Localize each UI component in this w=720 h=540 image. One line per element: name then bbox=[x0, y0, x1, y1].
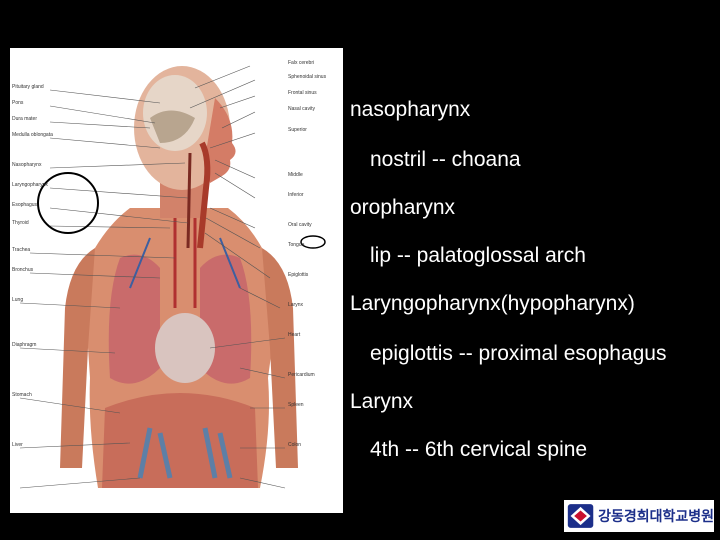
hospital-name: 강동경희대학교병원 bbox=[598, 509, 714, 525]
leader-label-right: Superior bbox=[288, 127, 307, 133]
leader-label-right: Falx cerebri bbox=[288, 60, 314, 66]
leader-label-left: Thyroid bbox=[12, 220, 29, 226]
note-larynx: Larynx bbox=[350, 390, 414, 413]
hospital-logo: 강동경희대학교병원 bbox=[564, 500, 714, 532]
note-nasopharynx: nasopharynx bbox=[350, 98, 471, 121]
leader-label-left: Stomach bbox=[12, 392, 32, 398]
leader-label-left: Esophagus bbox=[12, 202, 38, 208]
leader-label-left: Trachea bbox=[12, 247, 30, 253]
leader-label-right: Spleen bbox=[288, 402, 304, 408]
leader-label-right: Pericardium bbox=[288, 372, 315, 378]
leader-label-right: Inferior bbox=[288, 192, 304, 198]
note-laryngopharynx-extent: epiglottis -- proximal esophagus bbox=[370, 342, 667, 365]
leader-label-left: Nasopharynx bbox=[12, 162, 42, 168]
leader-label-left: Pons bbox=[12, 100, 24, 106]
leader-label-right: Nasal cavity bbox=[288, 106, 315, 112]
leader-label-left: Bronchus bbox=[12, 267, 34, 273]
highlight-ellipse bbox=[300, 235, 326, 249]
hospital-emblem-icon bbox=[567, 504, 594, 528]
leader-label-left: Liver bbox=[12, 442, 23, 448]
note-laryngopharynx: Laryngopharynx(hypopharynx) bbox=[350, 292, 635, 315]
leader-label-left: Diaphragm bbox=[12, 342, 36, 348]
note-larynx-extent: 4th -- 6th cervical spine bbox=[370, 438, 588, 461]
leader-label-right: Middle bbox=[288, 172, 303, 178]
leader-label-left: Pituitary gland bbox=[12, 84, 44, 90]
leader-label-right: Oral cavity bbox=[288, 222, 312, 228]
leader-label-left: Dura mater bbox=[12, 116, 37, 122]
note-nasopharynx-extent: nostril -- choana bbox=[370, 148, 521, 171]
anatomy-drawing bbox=[19, 65, 326, 489]
leader-label-right: Sphenoidal sinus bbox=[288, 74, 327, 80]
leader-label-right: Larynx bbox=[288, 302, 304, 308]
leader-label-left: Laryngopharynx bbox=[12, 182, 48, 188]
leader-label-left: Medulla oblongata bbox=[12, 132, 53, 138]
leader-label-right: Frontal sinus bbox=[288, 90, 317, 96]
leader-label-left: Lung bbox=[12, 297, 23, 303]
note-oropharynx: oropharynx bbox=[350, 196, 456, 219]
highlight-circle bbox=[37, 172, 99, 234]
leader-label-right: Heart bbox=[288, 332, 301, 338]
note-oropharynx-extent: lip -- palatoglossal arch bbox=[370, 244, 586, 267]
leader-label-right: Epiglottis bbox=[288, 272, 309, 278]
leader-label-right: Tongue bbox=[288, 242, 305, 248]
leader-label-right: Colon bbox=[288, 442, 301, 448]
